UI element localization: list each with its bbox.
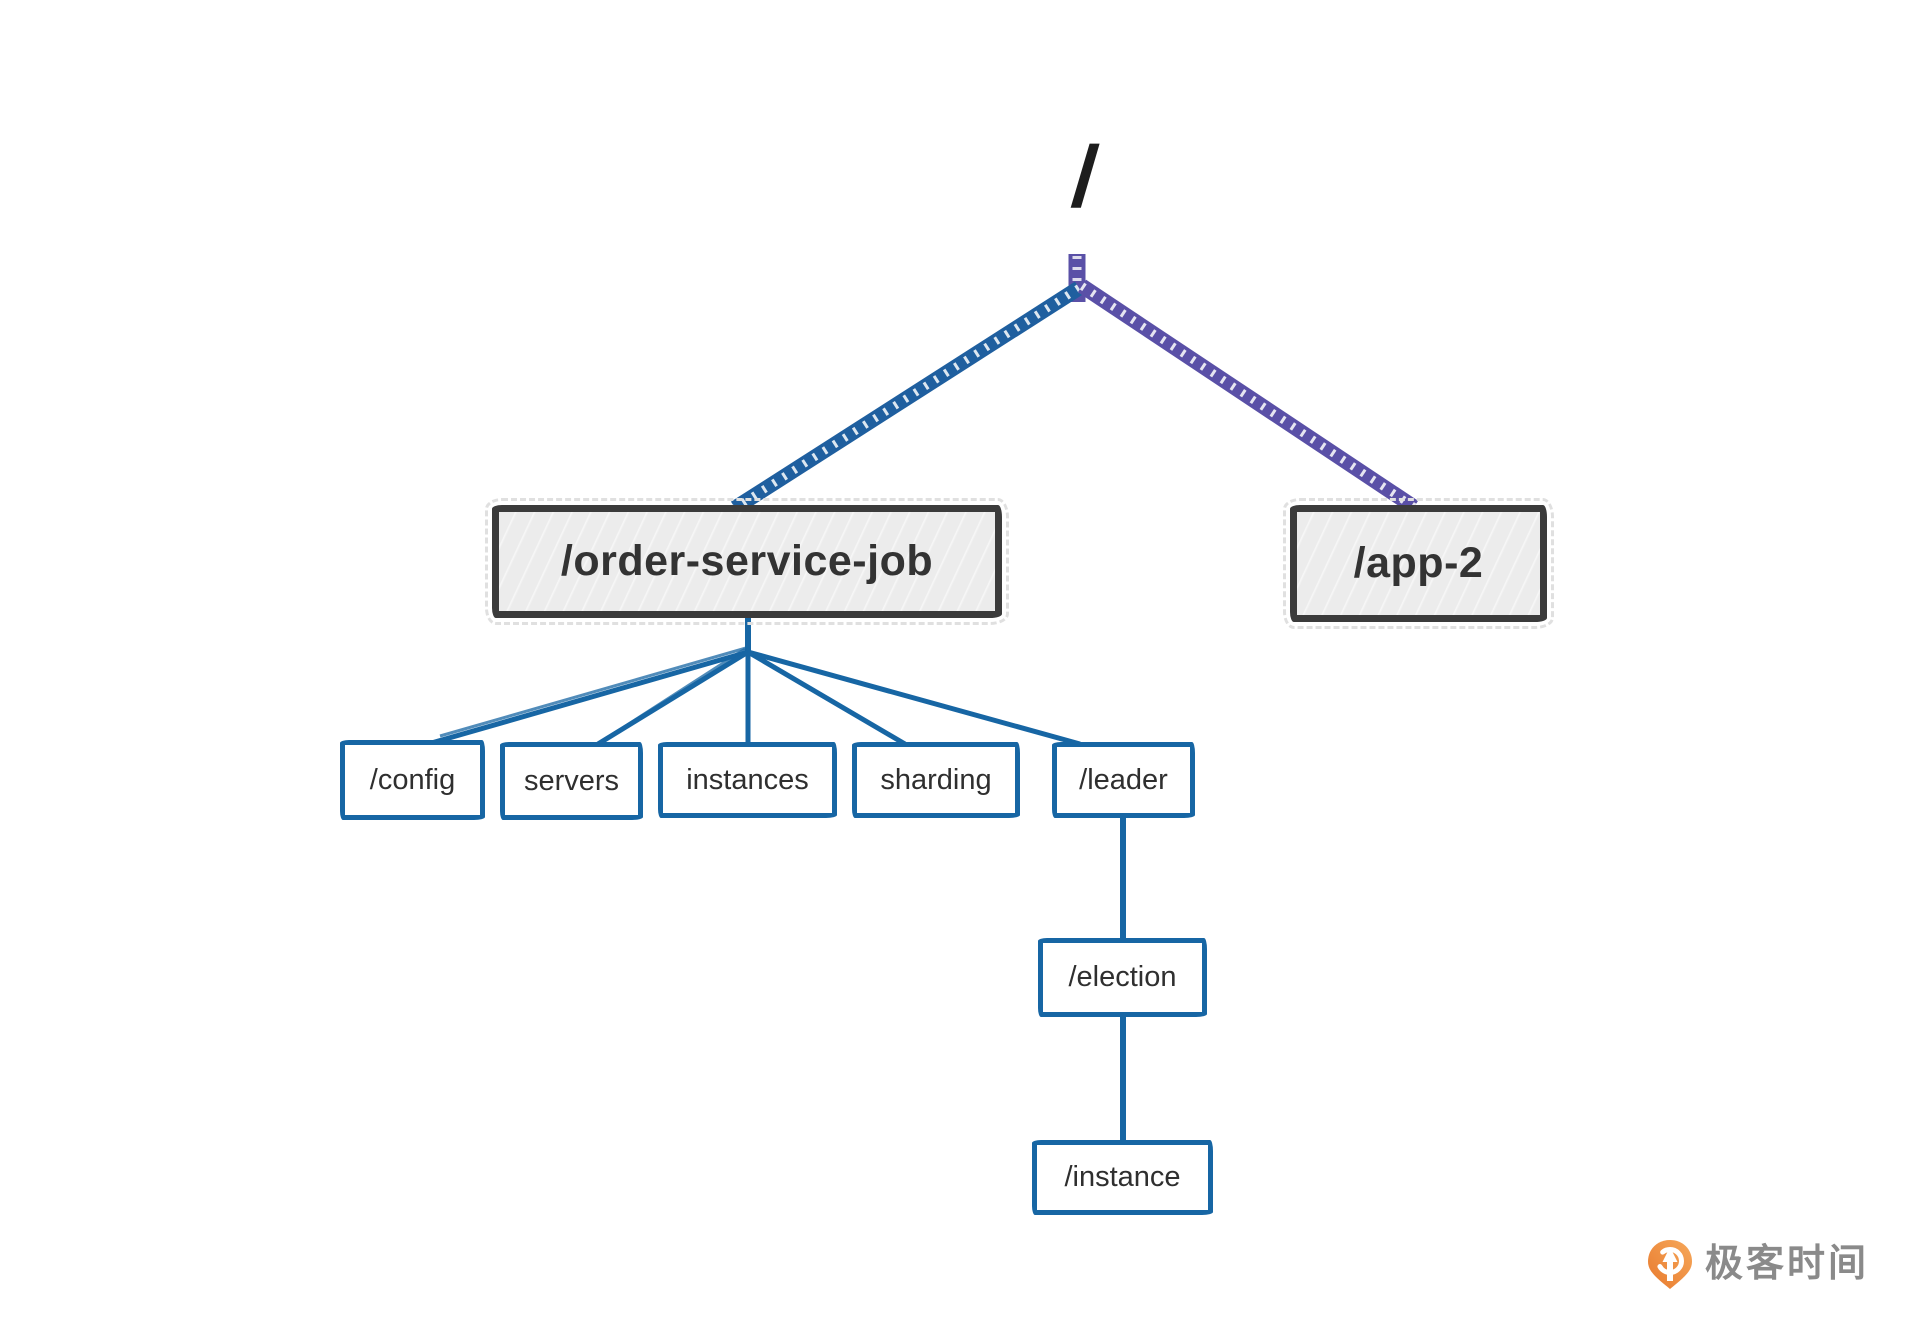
node-sharding-label: sharding: [880, 763, 992, 796]
node-instances-label: instances: [686, 763, 809, 796]
node-config: /config: [340, 740, 485, 820]
node-app-2: /app-2: [1283, 498, 1554, 629]
node-config-label: /config: [369, 763, 456, 796]
node-election-label: /election: [1068, 961, 1177, 993]
node-order-service-job: /order-service-job: [485, 498, 1009, 625]
node-servers-label: servers: [523, 764, 620, 797]
node-leader-label: /leader: [1079, 763, 1168, 796]
brand-logo: 极客时间: [1645, 1238, 1869, 1290]
edge-root-to-app-2: [1077, 279, 1419, 514]
brand-logo-text: 极客时间: [1705, 1243, 1870, 1285]
edge-root-to-order-service-job-hatch: [732, 284, 1082, 512]
node-root: /: [1068, 129, 1103, 225]
edge-to-config: [427, 649, 749, 747]
node-sharding: sharding: [852, 742, 1020, 818]
geektime-logo-icon: [1648, 1240, 1692, 1289]
node-instance: /instance: [1032, 1140, 1213, 1215]
edge-to-sharding: [746, 649, 907, 747]
node-instance-label: /instance: [1064, 1161, 1181, 1193]
node-servers: servers: [500, 742, 643, 820]
node-election: /election: [1038, 938, 1207, 1017]
edge-to-leader: [747, 649, 1081, 747]
node-order-service-job-label: /order-service-job: [560, 537, 934, 585]
node-app-2-label: /app-2: [1353, 539, 1484, 587]
node-leader: /leader: [1052, 742, 1195, 818]
edge-to-config-sketch: [439, 646, 747, 738]
node-instances: instances: [658, 742, 837, 818]
edge-to-servers-sketch: [606, 647, 746, 740]
